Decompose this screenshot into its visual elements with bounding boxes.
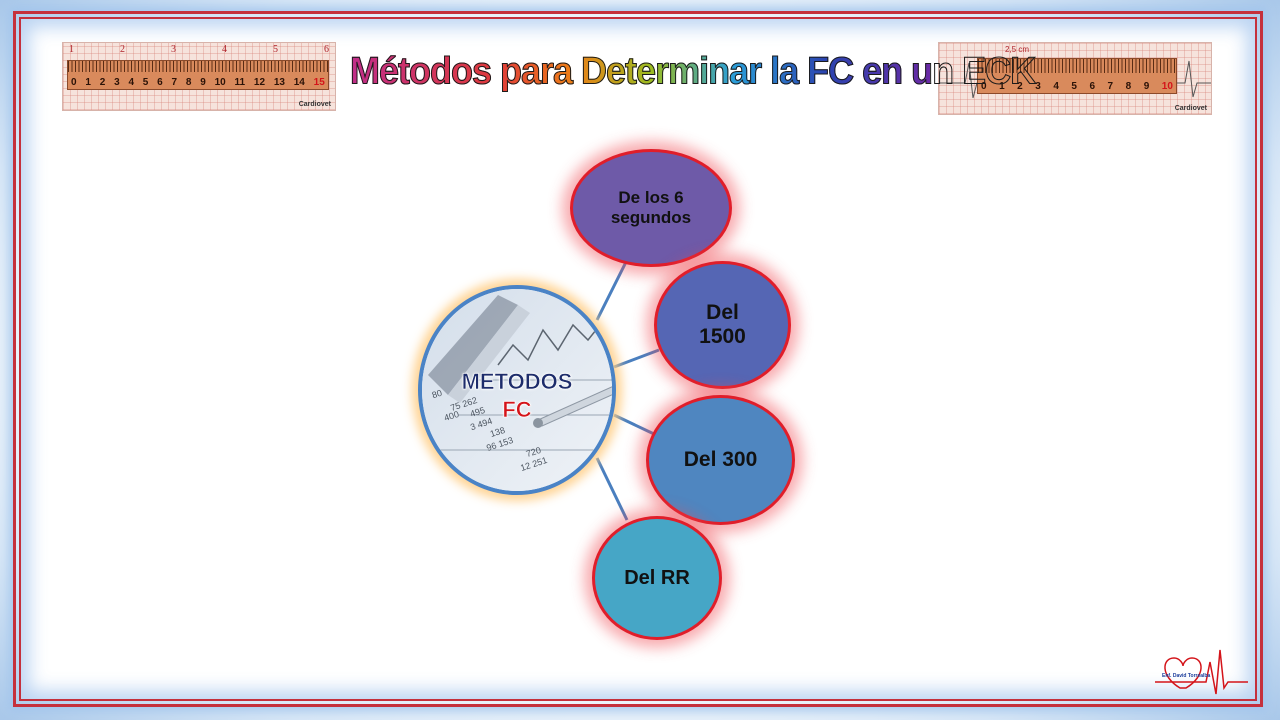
ruler-top-mark: 6 <box>324 44 329 55</box>
ruler-ticks <box>68 61 328 73</box>
logo-text: Enf. David Torrealba <box>1162 673 1211 679</box>
ruler-number: 8 <box>185 77 192 88</box>
ruler-top-mark: 4 <box>222 44 227 55</box>
ruler-top-mark: 3 <box>171 44 176 55</box>
node-label: De los 6 segundos <box>610 188 692 227</box>
ruler-number: 9 <box>1143 81 1150 92</box>
ruler-number: 7 <box>171 77 178 88</box>
ruler-number: 7 <box>1107 81 1114 92</box>
ruler-number: 12 <box>253 77 266 88</box>
photo-number: 96 153 <box>485 434 515 454</box>
brand-label: Cardiovet <box>298 101 331 108</box>
connector-300 <box>613 413 655 436</box>
cm-label: 2,5 cm <box>1005 45 1030 54</box>
finance-chart-photo-icon <box>422 289 612 491</box>
node-rr: Del RR <box>592 516 722 640</box>
photo-number: 12 251 <box>519 454 549 474</box>
ruler-number: 2 <box>1017 81 1023 92</box>
node-label: Del 1500 <box>699 301 746 348</box>
ruler-number: 4 <box>128 77 134 88</box>
node-300: Del 300 <box>646 395 795 525</box>
node-1500: Del 1500 <box>654 261 791 389</box>
ruler-number: 5 <box>1071 81 1077 92</box>
ruler-number: 3 <box>1035 81 1041 92</box>
ruler-number: 0 <box>71 77 77 88</box>
node-label: Del RR <box>624 566 690 589</box>
ruler-number: 8 <box>1125 81 1132 92</box>
ruler-ticks <box>978 59 1176 73</box>
ruler-number: 9 <box>200 77 206 88</box>
ruler-number: 10 <box>214 77 226 88</box>
ruler-number: 5 <box>142 77 149 88</box>
ruler-number: 14 <box>293 77 305 88</box>
ruler-number: 15 <box>313 77 325 88</box>
ruler-top-mark: 2 <box>120 44 125 55</box>
ruler-number: 2 <box>99 77 106 88</box>
ruler-top-mark: 5 <box>273 44 278 55</box>
center-label-fc: FC <box>502 397 532 423</box>
heart-ecg-logo-icon <box>1155 649 1248 695</box>
center-label-metodos: METODOS <box>461 369 573 395</box>
ruler-number: 13 <box>273 77 285 88</box>
ruler-number: 1 <box>85 77 91 88</box>
ruler-number: 6 <box>157 77 163 88</box>
outer-frame <box>13 11 1263 707</box>
ruler-number: 4 <box>1053 81 1059 92</box>
page-title: Métodos para Determinar la FC en un ECK <box>350 48 1037 92</box>
brand-label: Cardiovet <box>1174 105 1207 112</box>
ruler-number: 1 <box>999 81 1005 92</box>
node-label: Del 300 <box>683 448 758 471</box>
ruler-number: 3 <box>114 77 120 88</box>
connector-1500 <box>613 348 660 369</box>
node-6-segundos: De los 6 segundos <box>570 149 732 267</box>
ruler-number: 11 <box>234 77 246 88</box>
ruler-top-marks: 1 2 3 4 5 6 <box>69 44 329 55</box>
ruler-number: 0 <box>981 81 987 92</box>
ruler-number: 6 <box>1089 81 1096 92</box>
ruler-top-mark: 1 <box>69 44 74 55</box>
ruler-number: 10 <box>1161 81 1173 92</box>
